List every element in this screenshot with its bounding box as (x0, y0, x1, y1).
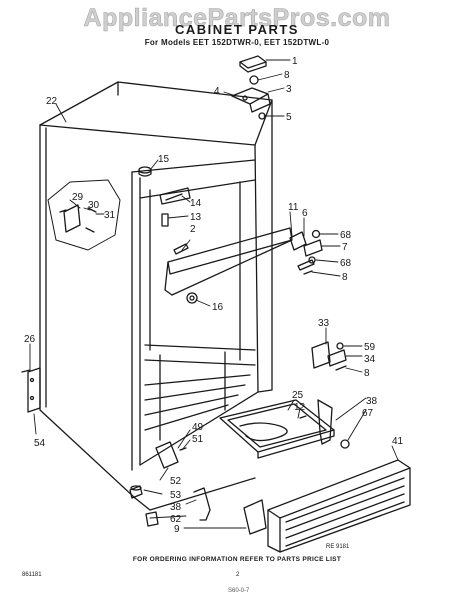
callout-59: 59 (364, 342, 376, 353)
watermark: AppliancePartsPros.com (83, 4, 391, 33)
callout-8-lower: 8 (364, 368, 370, 379)
page-number: 2 (236, 572, 240, 578)
callout-1: 1 (292, 56, 298, 67)
callout-67: 67 (362, 408, 374, 419)
callout-8-middle: 8 (342, 272, 348, 283)
diagram-subtitle: For Models EET 152DTWR-0, EET 152DTWL-0 (144, 38, 330, 47)
callout-9: 9 (174, 524, 180, 535)
callout-62: 62 (170, 514, 182, 525)
callout-26: 26 (24, 334, 36, 345)
callout-34: 34 (364, 354, 376, 365)
callout-labels: 1 8 3 4 5 22 15 29 30 31 14 13 2 11 6 68… (24, 56, 404, 535)
callout-13: 13 (190, 212, 202, 223)
drawing-codes: RE 9181 (326, 544, 350, 550)
callout-14: 14 (190, 198, 202, 209)
callout-16: 16 (212, 302, 224, 313)
callout-11: 11 (288, 202, 299, 213)
leader-lines (29, 59, 399, 529)
callout-30: 30 (88, 200, 100, 211)
callout-7: 7 (342, 242, 348, 253)
callout-53: 53 (170, 490, 182, 501)
callout-31: 31 (104, 210, 116, 221)
drain-pan (219, 399, 335, 459)
callout-49: 49 (192, 422, 204, 433)
callout-41: 41 (392, 436, 404, 447)
ordering-footer: FOR ORDERING INFORMATION REFER TO PARTS … (132, 556, 342, 563)
pan-bracket-parts (299, 399, 350, 449)
doc-code: 861181 (22, 572, 42, 578)
callout-52: 52 (170, 476, 182, 487)
inner-small-parts (161, 193, 189, 255)
callout-38-left: 38 (170, 502, 182, 513)
door-stop (138, 166, 152, 177)
callout-51: 51 (192, 434, 204, 445)
handle-detail-inset (47, 179, 121, 251)
callout-68-upper: 68 (340, 230, 352, 241)
center-hinge-parts (289, 229, 323, 275)
callout-4: 4 (214, 86, 220, 97)
callout-22: 22 (46, 96, 58, 107)
drawing-code: RE 9181 (326, 544, 350, 550)
callout-6: 6 (302, 208, 308, 219)
bottom-mark: S60-0-7 (228, 588, 250, 594)
callout-8: 8 (284, 70, 290, 81)
toe-grille (267, 459, 411, 553)
plug (186, 292, 198, 304)
bottom-hinge-parts (311, 341, 347, 371)
callout-5: 5 (286, 112, 292, 123)
callout-54: 54 (34, 438, 46, 449)
callout-25: 25 (292, 390, 304, 401)
diagram-title: CABINET PARTS (175, 22, 299, 37)
callout-2: 2 (190, 224, 196, 235)
callout-12: 12 (294, 402, 306, 413)
callout-3: 3 (286, 84, 292, 95)
callout-38-right: 38 (366, 396, 378, 407)
lower-left-parts (129, 441, 267, 535)
callout-33: 33 (318, 318, 330, 329)
left-hinge (21, 367, 41, 413)
callout-29: 29 (72, 192, 84, 203)
cabinet-shell (39, 81, 293, 511)
top-hinge-assembly (231, 55, 271, 120)
callout-15: 15 (158, 154, 170, 165)
callout-68-lower: 68 (340, 258, 352, 269)
